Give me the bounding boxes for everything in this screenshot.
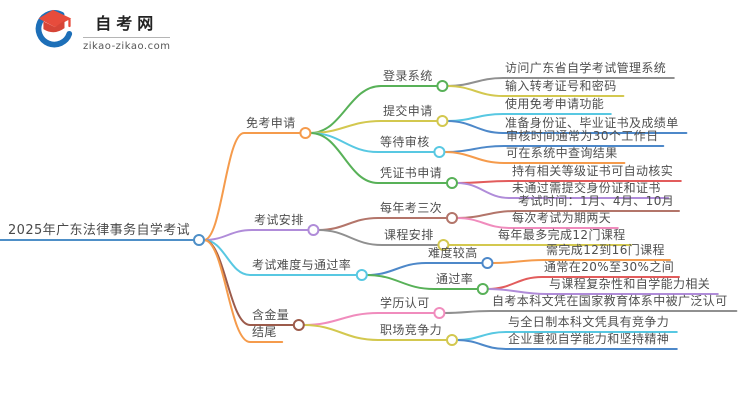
site-logo[interactable]: 自考网 zikao-zikao.com (30, 8, 171, 54)
edge-courses-12-to-16 (491, 259, 671, 264)
edge-query-results (443, 151, 626, 164)
node-submit-id-and-certificate[interactable]: 未通过需提交身份证和证书 (512, 181, 661, 195)
node-degree-recognition[interactable]: 学历认可 (380, 296, 430, 310)
node-visit-system[interactable]: 访问广东省自学考试管理系统 (505, 61, 667, 75)
node-auto-verification[interactable]: 持有相关等级证书可自动核实 (512, 164, 674, 178)
node-pass-rate[interactable]: 通过率 (436, 272, 474, 286)
logo-title: 自考网 (95, 14, 159, 33)
node-rate-20-30[interactable]: 通常在20%至30%之间 (544, 260, 675, 274)
logo-text: 自考网 zikao-zikao.com (83, 10, 171, 52)
edge-career-competitiveness (302, 324, 448, 341)
node-exam-schedule[interactable]: 考试安排 (254, 213, 304, 227)
node-widely-recognized[interactable]: 自考本科文凭在国家教育体系中被广泛认可 (492, 294, 728, 308)
logo-domain: zikao-zikao.com (83, 37, 171, 52)
node-max-12-courses[interactable]: 每年最多完成12门课程 (498, 228, 626, 242)
edge-pass-rate (365, 274, 479, 290)
node-prepare-documents[interactable]: 准备身份证、毕业证书及成绩单 (505, 116, 679, 130)
node-enter-credentials[interactable]: 输入转考证号和密码 (505, 79, 617, 93)
collapse-toggle-degree-recognition[interactable] (433, 307, 446, 319)
edge-exemption-application (203, 132, 302, 241)
edge-course-arrangement (317, 229, 440, 246)
edge-wait-review (309, 132, 436, 153)
node-wait-review[interactable]: 等待审核 (380, 135, 430, 149)
edge-employers-value (456, 339, 678, 350)
node-two-day-exams[interactable]: 每次考试为期两天 (512, 211, 612, 225)
edge-two-day-exams (456, 217, 619, 229)
node-gold-content[interactable]: 含金量 (252, 308, 290, 322)
edge-certificate-application (309, 132, 448, 184)
node-submit-application[interactable]: 提交申请 (383, 104, 433, 118)
node-courses-12-to-16[interactable]: 需完成12到16门课程 (546, 243, 665, 257)
node-login-system[interactable]: 登录系统 (383, 69, 433, 83)
collapse-toggle-course-arrangement[interactable] (437, 239, 450, 251)
node-exemption-application[interactable]: 免考申请 (246, 116, 296, 130)
collapse-toggle-career-competitiveness[interactable] (446, 334, 458, 346)
collapse-toggle-login-system[interactable] (436, 80, 449, 92)
edge-login-system (309, 85, 439, 134)
node-career-competitiveness[interactable]: 职场竞争力 (380, 323, 443, 337)
node-competitive-with-fulltime[interactable]: 与全日制本科文凭具有竞争力 (508, 315, 670, 329)
collapse-toggle-certificate-application[interactable] (446, 177, 458, 189)
edge-submit-id-and-certificate (456, 182, 670, 199)
node-employers-value[interactable]: 企业重视自学能力和坚持精神 (508, 332, 670, 346)
collapse-toggle-exam-schedule[interactable] (307, 224, 320, 236)
collapse-toggle-root[interactable] (193, 234, 205, 246)
node-use-exemption-function[interactable]: 使用免考申请功能 (505, 97, 605, 111)
collapse-toggle-pass-rate[interactable] (476, 283, 489, 295)
edge-ending (203, 239, 284, 343)
node-course-arrangement[interactable]: 课程安排 (384, 228, 434, 242)
collapse-toggle-submit-application[interactable] (436, 115, 449, 127)
node-ending[interactable]: 结尾 (252, 325, 277, 339)
collapse-toggle-difficulty-pass-rate[interactable] (355, 269, 368, 281)
node-review-time[interactable]: 审核时间通常为30个工作日 (506, 129, 659, 143)
graduation-cap-icon (35, 9, 73, 48)
edge-difficulty-pass-rate (203, 239, 358, 276)
collapse-toggle-exemption-application[interactable] (299, 127, 312, 139)
edge-enter-credentials (446, 85, 625, 97)
edge-course-complexity (486, 288, 719, 295)
node-three-exams-per-year[interactable]: 每年考三次 (380, 201, 443, 215)
edge-widely-recognized (443, 310, 738, 314)
edge-exam-schedule (203, 229, 310, 241)
collapse-toggle-three-exams-per-year[interactable] (446, 212, 458, 224)
node-course-complexity[interactable]: 与课程复杂性和自学能力相关 (549, 277, 711, 291)
collapse-toggle-gold-content[interactable] (292, 319, 305, 331)
edge-prepare-documents (446, 120, 688, 134)
edge-submit-application (309, 120, 439, 134)
collapse-toggle-wait-review[interactable] (433, 146, 446, 158)
collapse-toggle-high-difficulty[interactable] (481, 257, 494, 269)
node-certificate-application[interactable]: 凭证书申请 (380, 166, 443, 180)
node-high-difficulty[interactable]: 难度较高 (428, 246, 478, 260)
node-query-results[interactable]: 可在系统中查询结果 (506, 146, 618, 160)
node-difficulty-pass-rate[interactable]: 考试难度与通过率 (252, 258, 352, 272)
node-exam-dates[interactable]: 考试时间：1月、4月、10月 (518, 194, 675, 208)
node-root[interactable]: 2025年广东法律事务自学考试 (8, 223, 191, 238)
